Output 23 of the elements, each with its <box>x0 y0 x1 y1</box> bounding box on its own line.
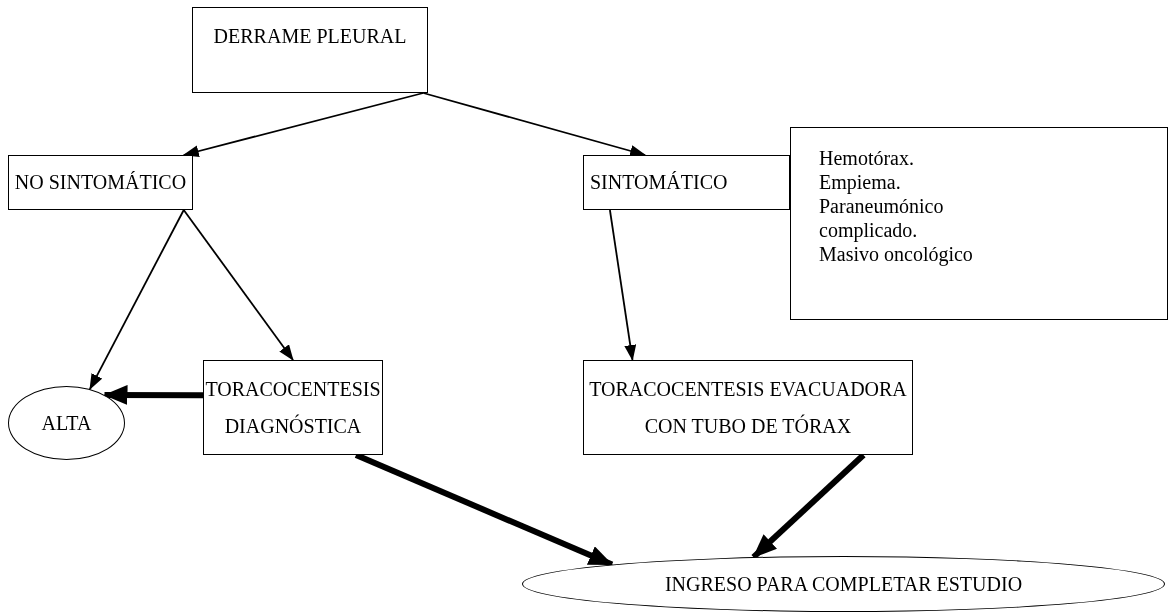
node-label: TORACOCENTESIS DIAGNÓSTICA <box>204 376 382 439</box>
node-label: SINTOMÁTICO <box>590 170 728 195</box>
note-box <box>790 127 1168 320</box>
node-label: Hemotórax. <box>819 146 914 170</box>
node-label: Paraneumónico complicado. <box>819 194 945 242</box>
node-label: ALTA <box>41 410 92 436</box>
process-box <box>583 155 790 210</box>
process-box <box>203 360 383 455</box>
arrow <box>422 92 647 157</box>
process-box <box>8 155 193 210</box>
node-label: NO SINTOMÁTICO <box>14 170 187 195</box>
start-box <box>192 7 428 93</box>
node-label: INGRESO PARA COMPLETAR ESTUDIO <box>664 571 1023 597</box>
node-label: TORACOCENTESIS EVACUADORA CON TUBO DE TÓRAX <box>588 376 908 439</box>
arrow <box>89 209 185 390</box>
arrow <box>182 209 294 361</box>
process-box <box>583 360 913 455</box>
arrow <box>182 92 425 158</box>
node-label: Masivo oncológico <box>819 242 973 266</box>
node-label: DERRAME PLEURAL <box>213 24 407 49</box>
node-label: Empiema. <box>819 170 901 194</box>
arrow <box>609 209 637 361</box>
arrow <box>103 384 203 405</box>
